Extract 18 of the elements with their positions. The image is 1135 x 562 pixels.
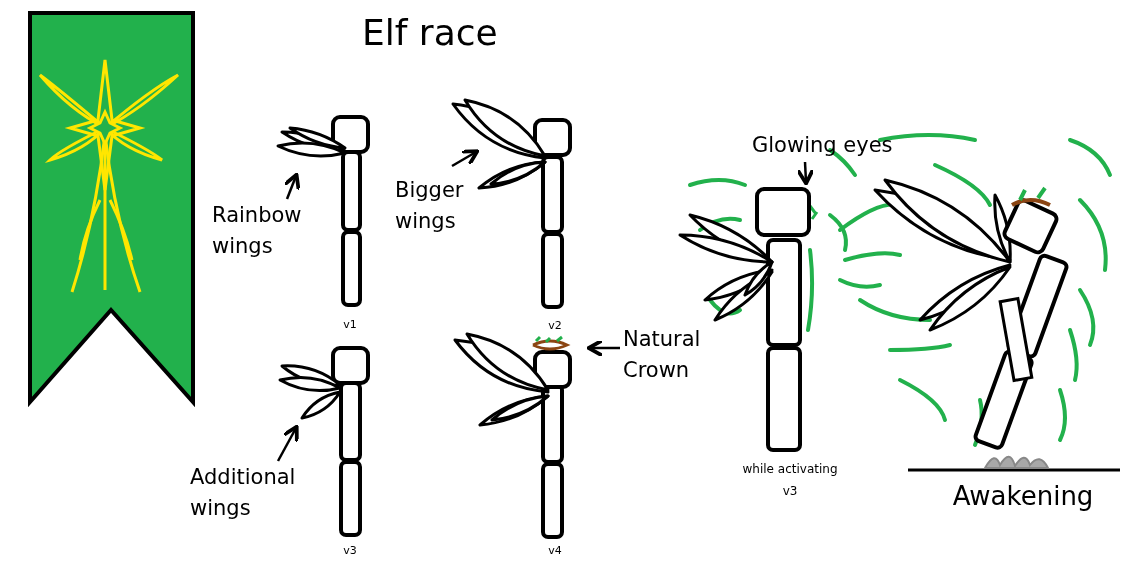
caption: Awakening [951, 480, 1095, 513]
caption: while activating v3 [741, 461, 839, 500]
arrow [586, 338, 620, 358]
annotation-text: Rainbow wings [212, 200, 322, 262]
crown-drawing [530, 337, 570, 353]
annotation-text: Bigger wings [395, 175, 495, 237]
arrow [276, 424, 299, 462]
arrow [796, 161, 815, 186]
version-label: v1 [342, 317, 358, 333]
version-label: v2 [547, 318, 563, 334]
arrow [451, 149, 480, 168]
annotation-text: Glowing eyes [752, 130, 922, 161]
annotation-text: Additional wings [190, 462, 320, 524]
annotation-text: Natural Crown [623, 324, 718, 386]
title: Elf race [362, 12, 498, 53]
version-label: v3 [342, 543, 358, 559]
arrow [282, 172, 301, 200]
version-label: v4 [547, 543, 563, 559]
